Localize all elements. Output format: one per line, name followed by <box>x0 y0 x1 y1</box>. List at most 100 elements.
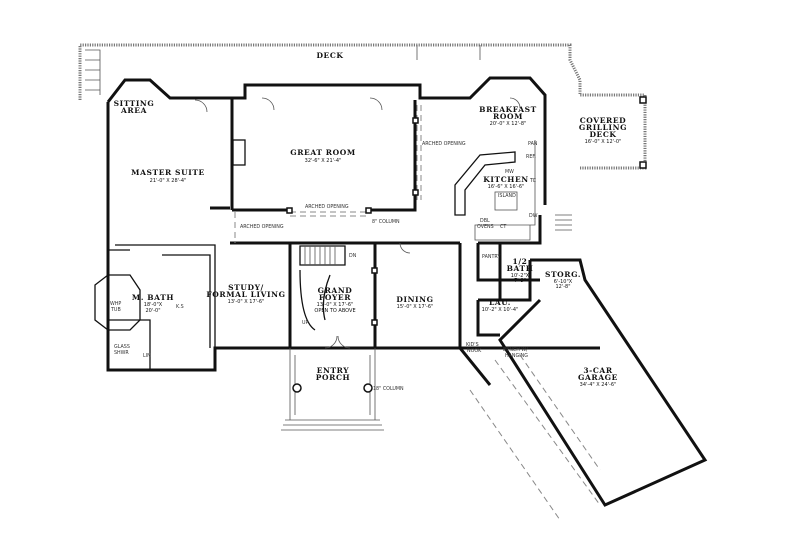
room-label-half-bath: 1/2 <box>513 257 528 266</box>
column <box>371 319 378 326</box>
door-swings <box>194 97 521 349</box>
label-whirlpool-tub: WHP <box>110 301 121 307</box>
room-dims-grand-foyer: 13'-0" X 17'-6" <box>317 302 354 308</box>
room-label-master-suite: MASTER SUITE <box>131 168 205 177</box>
room-label-grand-foyer-2: FOYER <box>319 293 351 302</box>
room-dims-breakfast: 20'-0" X 12'-8" <box>490 121 527 127</box>
label-stairs-down: DN <box>349 253 357 259</box>
room-label-deck: DECK <box>316 51 343 60</box>
garage-walls <box>458 258 708 507</box>
deck-steps <box>85 45 481 95</box>
room-label-breakfast: BREAKFAST <box>479 105 537 114</box>
room-label-great-room: GREAT ROOM <box>290 148 356 157</box>
room-label-garage: 3-CAR <box>583 366 613 375</box>
room-label-breakfast-2: ROOM <box>493 112 523 121</box>
note-island: ISLAND <box>498 193 516 199</box>
column <box>286 207 293 214</box>
garage-doors <box>469 354 601 521</box>
column <box>412 117 419 124</box>
porch-column-left <box>292 383 302 393</box>
note-microwave: MW <box>505 169 514 175</box>
room-dims-storage-2: 12'-8" <box>555 284 570 290</box>
interior-wall-center <box>210 206 460 348</box>
kitchen-counter <box>454 151 516 216</box>
grilling-deck-stairs <box>555 214 572 231</box>
wet-area-walls <box>94 274 141 331</box>
room-label-grand-foyer: GRAND <box>318 286 353 295</box>
note-8-column: 8" COLUMN <box>372 219 400 225</box>
note-18-column: 18" COLUMN <box>373 386 404 392</box>
room-label-master-bath: M. BATH <box>132 293 174 302</box>
bath-walls <box>108 244 216 370</box>
kitchen-wall-cabinets <box>474 140 536 241</box>
room-label-laundry: LAU. <box>489 298 511 307</box>
label-bench-2: HANGING <box>505 353 528 359</box>
label-glass-shower-2: SHWR <box>114 350 129 356</box>
label-kids-nook-2: NOOK <box>467 348 482 354</box>
exterior-wall-left <box>106 102 600 372</box>
label-kids-nook: KID'S <box>466 342 479 348</box>
room-label-entry-porch-2: PORCH <box>316 373 350 382</box>
room-label-grilling-deck-3: DECK <box>589 130 616 139</box>
room-label-sitting-area-2: AREA <box>120 106 147 115</box>
room-dims-kitchen: 16'-6" X 16'-6" <box>488 184 525 190</box>
kitchen-island <box>494 191 518 211</box>
note-dbl-ovens: DBL <box>480 218 490 224</box>
fireplace <box>232 139 246 166</box>
stair-treads <box>304 246 336 265</box>
room-dims-master-bath-2: 20'-0" <box>145 308 160 314</box>
note-dishwasher: DW <box>529 213 538 219</box>
room-dims-study: 13'-0" X 17'-6" <box>228 299 265 305</box>
label-pantry: PANTRY <box>482 254 500 260</box>
label-linen: LIN <box>143 353 151 359</box>
deck-railing <box>78 43 647 170</box>
room-label-garage-2: GARAGE <box>578 373 618 382</box>
arched-opening-great-room <box>290 211 368 217</box>
porch-column-right <box>363 383 373 393</box>
great-room-walls <box>230 98 417 212</box>
note-dbl-ovens-2: OVENS <box>477 224 494 230</box>
room-dims-garage: 34'-4" X 24'-6" <box>580 382 617 388</box>
room-label-grilling-deck-2: GRILLING <box>579 123 627 132</box>
great-room-wall-top <box>232 76 547 205</box>
room-label-sitting-area: SITTING <box>114 99 155 108</box>
room-label-storage: STORG. <box>545 270 581 279</box>
room-dims-master-suite: 21'-0" X 28'-4" <box>150 178 187 184</box>
room-dims-half-bath: 10'-2"X <box>511 273 530 279</box>
note-refrigerator: REF. <box>526 154 536 160</box>
room-label-entry-porch: ENTRY <box>317 366 350 375</box>
room-dims-laundry: 10'-2" X 10'-4" <box>482 307 519 313</box>
room-label-study: STUDY/ <box>228 283 264 292</box>
room-label-study-2: FORMAL LIVING <box>206 290 285 299</box>
room-dims-dining: 15'-0" X 17'-6" <box>397 304 434 310</box>
note-arched-opening-breakfast: ARCHED OPENING <box>422 141 466 147</box>
room-dims-grilling-deck: 16'-0" X 12'-0" <box>585 139 622 145</box>
sitting-area-bay <box>106 78 232 103</box>
note-cooktop: CT <box>500 224 506 230</box>
room-label-half-bath-2: BATH <box>507 264 534 273</box>
room-label-dining: DINING <box>396 295 433 304</box>
column <box>412 189 419 196</box>
note-trash-compactor: TC <box>529 178 537 184</box>
room-dims-great-room: 32'-6" X 21'-4" <box>305 158 342 164</box>
note-open-to-above: OPEN TO ABOVE <box>314 308 355 314</box>
kitchen-service-walls <box>458 215 542 348</box>
note-arched-opening-great-room: ARCHED OPENING <box>305 204 349 210</box>
room-dims-master-bath: 18'-0"X <box>144 302 163 308</box>
label-stairs-up: UP <box>302 320 309 326</box>
room-dims-storage: 6'-10"X <box>554 279 573 285</box>
column <box>639 96 647 104</box>
note-pantry-cab: PAN <box>528 141 538 147</box>
column <box>365 207 372 214</box>
column <box>371 267 378 274</box>
label-bench: BENCH W/ <box>503 347 528 353</box>
room-dims-half-bath-2: 7'-9" <box>514 278 526 284</box>
label-whirlpool-tub-2: TUB <box>110 307 121 313</box>
column <box>639 161 647 169</box>
label-glass-shower: GLASS <box>114 344 130 350</box>
label-knee-space: K.S <box>176 304 184 310</box>
note-arched-opening-hall: ARCHED OPENING <box>240 224 284 230</box>
room-label-kitchen: KITCHEN <box>483 175 528 184</box>
room-label-grilling-deck: COVERED <box>580 116 627 125</box>
